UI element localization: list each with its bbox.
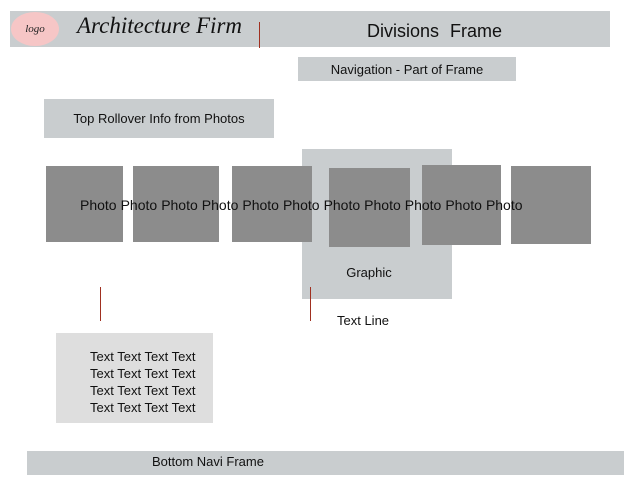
text-block-line: Text Text Text Text (90, 383, 196, 398)
connector-line (100, 287, 101, 321)
graphic-label: Graphic (346, 265, 392, 280)
bottom-nav-frame[interactable] (27, 451, 624, 475)
photo-label: Photo (120, 197, 158, 213)
header-divider (259, 22, 260, 48)
photo-thumbnail[interactable] (422, 165, 501, 245)
photo-label: Photo (323, 197, 361, 213)
text-block-line: Text Text Text Text (90, 400, 196, 415)
photo-label: Photo (364, 197, 401, 213)
firm-name: Architecture Firm (77, 13, 242, 38)
connector-line (310, 287, 311, 321)
text-block-line: Text Text Text Text (90, 366, 196, 381)
photo-thumbnail[interactable] (46, 166, 123, 242)
logo[interactable]: logo (11, 12, 59, 46)
navigation-frame[interactable]: Navigation - Part of Frame (298, 57, 516, 81)
photo-label: Photo (80, 197, 117, 213)
bottom-nav-label: Bottom Navi Frame (152, 454, 264, 469)
text-line-label: Text Line (337, 313, 390, 328)
photo-label: Photo (404, 197, 442, 213)
rollover-info-label: Top Rollover Info from Photos (73, 111, 245, 126)
logo-text: logo (25, 23, 45, 35)
text-block (56, 333, 213, 423)
photo-label: Photo (161, 197, 198, 213)
photo-label: Photo (242, 197, 279, 213)
photo-thumbnail[interactable] (329, 168, 410, 247)
text-block-lines: Text Text Text Text Text Text Text Text … (90, 348, 196, 416)
rollover-info-box: Top Rollover Info from Photos (44, 99, 274, 138)
photo-label: Photo (282, 197, 320, 213)
text-block-line: Text Text Text Text (90, 349, 196, 364)
header-frame (10, 11, 610, 47)
photo-thumbnail[interactable] (232, 166, 312, 242)
photo-thumbnail[interactable] (133, 166, 219, 242)
photo-label: Photo (201, 197, 239, 213)
photo-thumbnail[interactable] (511, 166, 591, 244)
photo-label: Photo (445, 197, 482, 213)
photo-label: Photo (485, 197, 523, 213)
navigation-label: Navigation - Part of Frame (330, 61, 484, 77)
divisions-frame-label[interactable]: Divisions Frame (367, 21, 503, 41)
